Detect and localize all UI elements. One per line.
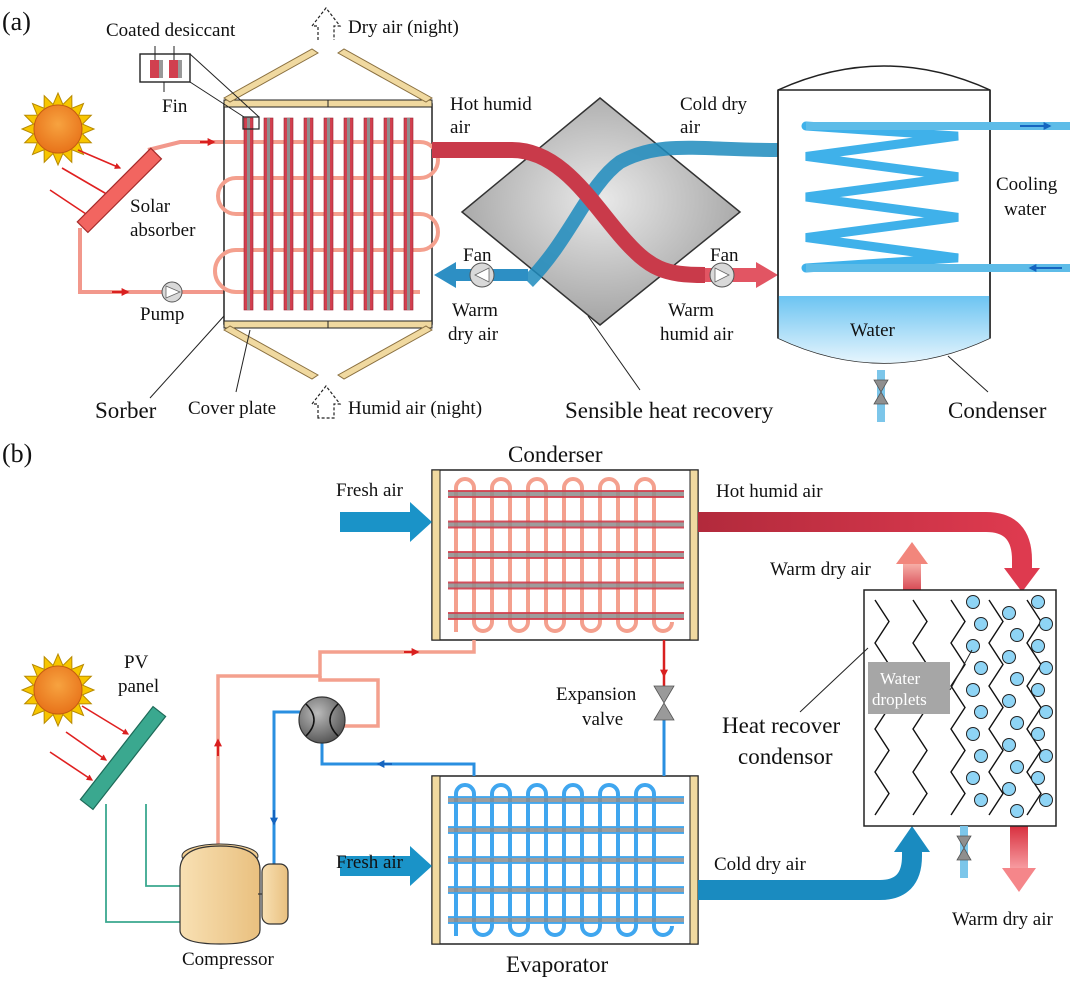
- compressor-icon: [179, 843, 289, 945]
- four-way-valve-icon: [298, 696, 346, 744]
- hot-humid-air-duct: [432, 142, 706, 283]
- compressor-label: Compressor: [182, 949, 275, 970]
- condenser-title: Conderser: [508, 442, 603, 467]
- pv-panel: [79, 705, 167, 811]
- fan-left-label: Fan: [463, 245, 492, 266]
- heat-recover-label-2: condensor: [738, 744, 833, 769]
- drain-valve-b-icon: [956, 826, 972, 878]
- cold-dry-air-label-b: Cold dry air: [714, 854, 806, 875]
- condenser-coil-box: [431, 469, 699, 641]
- coated-desiccant-label: Coated desiccant: [106, 20, 236, 41]
- fan-right-icon: [709, 262, 735, 288]
- hot-humid-air-label-1: Hot humid: [450, 94, 532, 115]
- fin-label: Fin: [162, 96, 188, 117]
- warm-dry-air-label-2: dry air: [448, 324, 499, 345]
- night-humid-air-arrow: [310, 385, 342, 419]
- cooling-water-pipes: [806, 122, 1070, 272]
- pv-panel-label-1: PV: [124, 652, 149, 673]
- night-dry-air-arrow: [310, 7, 342, 40]
- drain-valve-icon: [873, 370, 889, 422]
- fan-left-icon: [469, 262, 495, 288]
- fin-highlight-box: [242, 116, 260, 130]
- cold-dry-air-label-2: air: [680, 117, 701, 138]
- solar-absorber-label-1: Solar: [130, 196, 171, 217]
- sunlight-rays-b: [49, 705, 130, 781]
- sensible-heat-recovery-label: Sensible heat recovery: [565, 398, 774, 423]
- warm-dry-air-top-arrowhead: [896, 542, 928, 564]
- sorber-leader: [149, 315, 225, 399]
- cold-dry-air-duct-b: [698, 850, 922, 900]
- hot-humid-air-label-2: air: [450, 117, 471, 138]
- warm-dry-air-bottom-label: Warm dry air: [952, 909, 1053, 930]
- condenser-leader: [947, 355, 989, 393]
- evaporator-coil-box: [431, 775, 699, 945]
- fresh-air-bottom-label: Fresh air: [336, 852, 404, 873]
- pump-icon: [161, 281, 183, 303]
- warm-humid-air-label-1: Warm: [668, 300, 714, 321]
- hot-humid-air-arrowhead: [1004, 568, 1040, 592]
- cold-dry-air-label-1: Cold dry: [680, 94, 748, 115]
- pv-panel-label-2: panel: [118, 676, 159, 697]
- heat-recover-condensor: [799, 589, 1057, 827]
- pump-label: Pump: [140, 304, 184, 325]
- water-droplets-label-1: Water: [880, 669, 920, 688]
- warm-dry-air-arrow: [434, 262, 456, 288]
- expansion-valve-icon: [653, 685, 675, 721]
- cover-plate-label: Cover plate: [188, 398, 276, 419]
- warm-dry-air-bottom-arrowhead: [1002, 868, 1036, 892]
- panel-a-tag: (a): [2, 7, 31, 36]
- solar-absorber-label-2: absorber: [130, 220, 196, 241]
- hot-humid-air-label-b: Hot humid air: [716, 481, 823, 502]
- cover-plate-leader: [235, 329, 251, 393]
- water-label: Water: [850, 320, 896, 341]
- solar-absorber-plate: [76, 147, 163, 234]
- refrigerant-hot-line: [216, 640, 476, 850]
- water-droplets-label-2: droplets: [872, 690, 927, 709]
- evaporator-label: Evaporator: [506, 952, 609, 977]
- fan-right-label: Fan: [710, 245, 739, 266]
- sun-b-icon: [20, 652, 96, 728]
- condenser-tank: [777, 65, 991, 364]
- cooling-water-label-2: water: [1004, 199, 1047, 220]
- warm-dry-air-top-label: Warm dry air: [770, 559, 871, 580]
- sun-icon: [20, 91, 96, 167]
- fresh-air-top-arrow: [340, 502, 432, 542]
- heat-recovery-leader: [587, 315, 641, 391]
- fresh-air-top-label: Fresh air: [336, 480, 404, 501]
- expansion-valve-label-2: valve: [582, 709, 623, 730]
- sorber: [213, 99, 440, 329]
- water-droplets-label-bg: [868, 662, 950, 714]
- condenser-label: Condenser: [948, 398, 1047, 423]
- hot-humid-air-duct-b: [698, 512, 1032, 572]
- warm-humid-air-arrow: [756, 262, 778, 288]
- sorber-label: Sorber: [95, 398, 157, 423]
- fresh-air-bottom-arrow: [340, 846, 432, 886]
- cold-dry-air-duct: [523, 140, 779, 287]
- warm-dry-air-bottom-duct: [1010, 826, 1028, 870]
- warm-humid-air-label-2: humid air: [660, 324, 734, 345]
- expansion-valve-label-1: Expansion: [556, 684, 637, 705]
- warm-dry-air-top-duct: [903, 562, 921, 590]
- heat-recover-label-1: Heat recover: [722, 713, 840, 738]
- panel-b-tag: (b): [2, 439, 32, 468]
- warm-dry-air-label-1: Warm: [452, 300, 498, 321]
- dry-air-night-label: Dry air (night): [348, 17, 459, 38]
- cold-dry-air-arrowhead: [894, 826, 930, 852]
- cooling-water-label-1: Cooling: [996, 174, 1058, 195]
- humid-air-night-label: Humid air (night): [348, 398, 482, 419]
- pv-wiring: [105, 804, 182, 923]
- coated-desiccant-inset: [139, 46, 260, 118]
